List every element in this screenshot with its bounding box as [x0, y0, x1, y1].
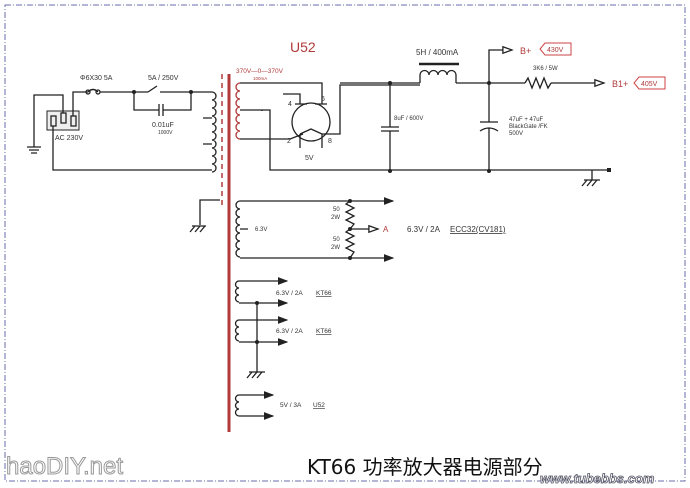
watermark-haodiy: haoDIY.net	[6, 453, 123, 480]
heater-winding-label: 6.3V	[255, 227, 267, 233]
resistor-label: 3K6 / 5W	[533, 66, 558, 72]
watermark-tubebbs: www.tubebbs.com	[540, 471, 655, 486]
hv-current: 100mA	[253, 76, 267, 81]
filter-section: 5H / 400mA 8uF / 600V 47uF + 47uF BlackG…	[340, 42, 666, 187]
ground-icon	[27, 146, 41, 154]
choke	[340, 69, 457, 84]
pin-8: 8	[328, 138, 332, 145]
ac-label: AC 230V	[55, 135, 83, 142]
bplus-voltage: 430V	[547, 47, 564, 54]
choke-label: 5H / 400mA	[416, 48, 459, 57]
diagram-title: KT66 功率放大器电源部分	[307, 455, 543, 479]
u52-rating: 5V / 3A	[280, 402, 302, 409]
cap1-label: 8uF / 600V	[394, 116, 423, 122]
cap-label: 0.01uF	[152, 122, 174, 129]
pin-4: 4	[288, 101, 292, 108]
ground-icon	[581, 170, 600, 187]
switch-label: 5A / 250V	[148, 75, 179, 82]
primary-winding	[211, 91, 217, 173]
u52-tube: U52	[313, 402, 325, 409]
fuse-icon	[87, 88, 99, 93]
cap-47uf	[479, 83, 499, 171]
kt66-tube: KT66	[316, 328, 332, 335]
cap2-label: BlackGate /FK	[509, 124, 548, 130]
kt66-rating: 6.3V / 2A	[276, 328, 303, 335]
ac-socket	[46, 110, 80, 131]
heater-kt66: 6.3V / 2A KT66 6.3V / 2A KT66 5V / 3A U5…	[234, 277, 332, 420]
hv-label: 370V—0—370V	[236, 68, 284, 75]
balance-resistors	[344, 200, 356, 259]
r-bottom-power: 2W	[331, 245, 340, 251]
fuse-label: Φ6X30 5A	[80, 75, 113, 82]
r-top-power: 2W	[331, 215, 340, 221]
r-bottom-value: 50	[333, 237, 340, 243]
hv-section: U52 370V—0—370V 100mA 4 6 2 8 5V	[235, 39, 610, 171]
switch-icon	[147, 85, 158, 93]
hv-winding	[235, 82, 241, 140]
cap2-label: 47uF + 47uF	[509, 117, 544, 123]
cap-8uf	[381, 83, 399, 171]
kt66-tube: KT66	[316, 290, 332, 297]
kt66-rating: 6.3V / 2A	[276, 290, 303, 297]
rectifier-title: U52	[290, 39, 316, 55]
pin-2: 2	[287, 138, 291, 145]
filament-label: 5V	[305, 155, 314, 162]
b1plus-label: B1+	[612, 79, 628, 89]
primary-circuit: AC 230V Φ6X30 5A 5A / 250V 0.01uF 1000V	[27, 75, 220, 233]
cap-voltage: 1000V	[158, 130, 173, 136]
rectifier-tube	[291, 102, 331, 142]
resistor-3k6	[524, 76, 552, 90]
b1plus-voltage: 405V	[641, 81, 658, 88]
page-frame	[4, 4, 686, 482]
heater-rating: 6.3V / 2A	[407, 225, 441, 234]
cap2-label: 500V	[509, 131, 523, 137]
ground-icon	[246, 371, 265, 379]
ground-icon	[189, 225, 206, 233]
capacitor-icon	[158, 104, 164, 116]
bplus-label: B+	[520, 46, 531, 56]
r-top-value: 50	[333, 207, 340, 213]
heater-ecc32: 6.3V 50 2W 50 2W A 6.3V / 2A ECC32(CV181…	[235, 197, 506, 262]
point-a: A	[383, 225, 389, 234]
heater-tube: ECC32(CV181)	[450, 225, 506, 234]
pin-6: 6	[321, 96, 325, 103]
